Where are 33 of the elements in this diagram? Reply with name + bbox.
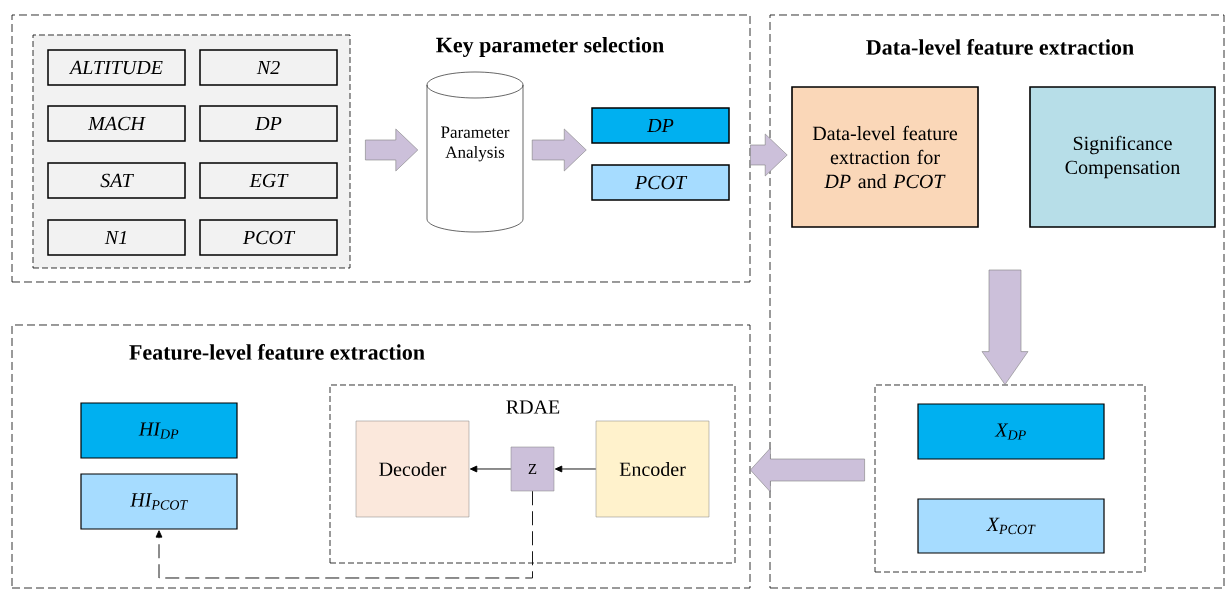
selected-parameter-box: DP <box>591 107 730 144</box>
param-box: PCOT <box>199 219 338 256</box>
param-box: N2 <box>199 49 338 86</box>
dashed-arrow <box>155 490 533 579</box>
feature-box: X$_{DP}$ <box>917 403 1105 460</box>
param-box: DP <box>199 105 338 142</box>
param-box: MACH <box>47 105 186 142</box>
param-box: SAT <box>47 162 186 199</box>
panel-heading: RDAE <box>506 400 560 414</box>
dashed-group-box <box>874 384 1146 573</box>
block-arrow <box>531 128 587 172</box>
block-arrow <box>365 128 419 172</box>
block-arrow <box>750 447 865 493</box>
process-box: Data-level feature extraction for DP and PCOT <box>791 86 979 228</box>
param-box: EGT <box>199 162 338 199</box>
latent-box: Z <box>510 446 555 492</box>
health-index-box: HI$_{PCOT}$ <box>80 473 238 530</box>
arrow <box>554 465 597 473</box>
param-box: N1 <box>47 219 186 256</box>
param-box: ALTITUDE <box>47 49 186 86</box>
block-arrow <box>981 269 1029 385</box>
arrow <box>469 465 512 473</box>
selected-parameter-box: PCOT <box>591 164 730 201</box>
health-index-box: HI$_{DP}$ <box>80 402 238 459</box>
process-box: Significance Compensation <box>1029 86 1216 228</box>
panel-heading: Feature-level feature extraction <box>129 344 425 360</box>
panel-heading: Key parameter selection <box>436 37 664 57</box>
panel-heading: Data-level feature extraction <box>866 39 1134 55</box>
database-cylinder: Parameter Analysis <box>426 71 524 233</box>
decoder-box: Decoder <box>355 420 470 518</box>
feature-box: X$_{PCOT}$ <box>917 498 1105 554</box>
encoder-box: Encoder <box>595 420 710 518</box>
block-arrow <box>750 133 788 177</box>
